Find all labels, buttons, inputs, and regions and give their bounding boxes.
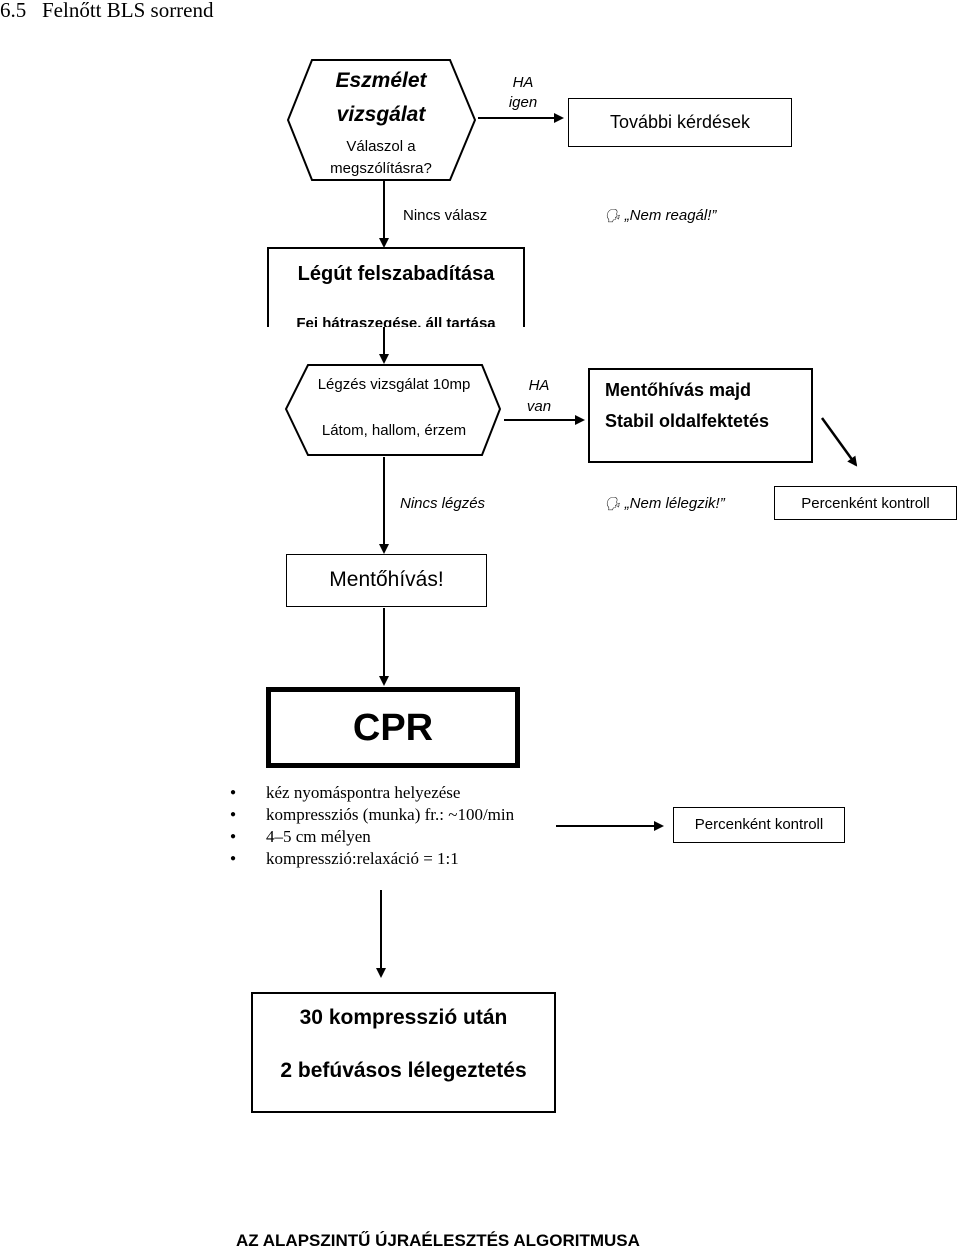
has-breathing-label-line1: HA bbox=[528, 377, 550, 394]
further-questions-label: További kérdések bbox=[609, 112, 751, 132]
cpr-step: 4–5 cm mélyen bbox=[230, 826, 560, 848]
consciousness-title: Eszmélet vizsgálat bbox=[296, 64, 466, 132]
cpr-step: kompressziós (munka) fr.: ~100/min bbox=[230, 804, 560, 826]
breathing-title: Légzés vizsgálat 10mp bbox=[317, 376, 471, 393]
breathing-subtitle: Látom, hallom, érzem bbox=[321, 422, 467, 439]
consciousness-sub-line1: Válaszol a bbox=[346, 138, 416, 155]
yes-label-line1: HA bbox=[512, 74, 534, 91]
airway-subtitle: Fej hátraszegése, áll tartása bbox=[296, 315, 496, 327]
diagonal-arrow bbox=[820, 417, 858, 467]
compressions-line1: 30 kompresszió után bbox=[299, 1006, 508, 1029]
consciousness-hexagon bbox=[286, 59, 477, 181]
breathing-hexagon bbox=[284, 364, 502, 456]
cpr-step: kompresszió:relaxáció = 1:1 bbox=[230, 848, 560, 868]
consciousness-title-line2: vizsgálat bbox=[336, 103, 426, 126]
speaking-head-icon: 🗣 bbox=[604, 208, 621, 223]
recovery-line1: Mentőhívás majd bbox=[605, 380, 752, 400]
section-title: 6.5 Felnőtt BLS sorrend bbox=[0, 0, 214, 22]
consciousness-sub-line2: megszólításra? bbox=[330, 160, 432, 177]
no-breathing-quote: 🗣 „Nem lélegzik!” bbox=[604, 495, 725, 512]
airway-title: Légút felszabadítása bbox=[297, 263, 495, 285]
call-ambulance-label: Mentőhívás! bbox=[329, 568, 444, 591]
minute-control-box-1: Percenként kontroll bbox=[774, 486, 957, 520]
no-response-label: Nincs válasz bbox=[403, 207, 488, 224]
minute-control-label-1: Percenként kontroll bbox=[801, 495, 930, 512]
has-breathing-label: HA van bbox=[515, 375, 563, 417]
further-questions-box: További kérdések bbox=[568, 98, 792, 147]
no-response-quote-text: „Nem reagál!” bbox=[624, 207, 717, 224]
footer-caption: AZ ALAPSZINTŰ ÚJRAÉLESZTÉS ALGORITMUSA bbox=[236, 1231, 640, 1250]
consciousness-title-line1: Eszmélet bbox=[335, 69, 427, 92]
yes-label: HA igen bbox=[495, 73, 551, 113]
call-ambulance-box: Mentőhívás! bbox=[286, 554, 487, 607]
recovery-line2: Stabil oldalfektetés bbox=[605, 411, 770, 431]
cpr-step: kéz nyomáspontra helyezése bbox=[230, 782, 560, 804]
minute-control-label-2: Percenként kontroll bbox=[694, 816, 824, 833]
airway-box: Légút felszabadítása Fej hátraszegése, á… bbox=[267, 247, 525, 327]
recovery-box: Mentőhívás majd Stabil oldalfektetés bbox=[588, 368, 813, 463]
no-breathing-quote-text: „Nem lélegzik!” bbox=[624, 495, 725, 512]
no-response-quote: 🗣 „Nem reagál!” bbox=[604, 207, 716, 224]
cpr-box: CPR bbox=[266, 687, 520, 768]
consciousness-subtitle: Válaszol a megszólításra? bbox=[296, 136, 466, 180]
cpr-title: CPR bbox=[352, 707, 434, 749]
cpr-steps-list: kéz nyomáspontra helyezése kompressziós … bbox=[230, 782, 560, 868]
no-breathing-label: Nincs légzés bbox=[400, 495, 486, 512]
yes-label-line2: igen bbox=[508, 94, 538, 111]
speaking-head-icon: 🗣 bbox=[604, 496, 621, 511]
minute-control-box-2: Percenként kontroll bbox=[673, 807, 845, 843]
has-breathing-label-line2: van bbox=[526, 398, 552, 415]
compressions-line2: 2 befúvásos lélegeztetés bbox=[280, 1059, 527, 1082]
compressions-box: 30 kompresszió után 2 befúvásos lélegezt… bbox=[251, 992, 556, 1113]
